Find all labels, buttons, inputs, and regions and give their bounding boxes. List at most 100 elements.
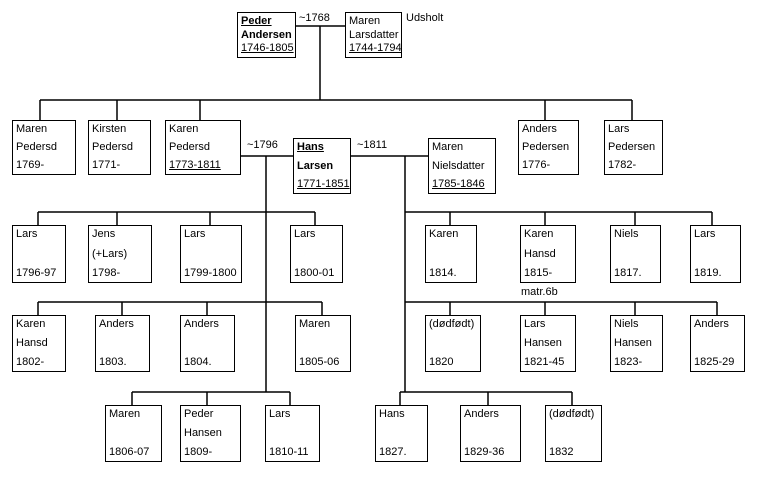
marriage-year-1768: ~1768 <box>299 12 330 24</box>
person-surname <box>294 248 340 261</box>
person-surname <box>429 248 474 261</box>
person-firstname: (dødfødt) <box>429 318 475 330</box>
person-firstname: Karen <box>169 123 199 135</box>
person-firstname: Anders <box>99 318 134 330</box>
person-box-lars-1800: Lars 1800-01 <box>290 225 343 283</box>
person-firstname: Maren <box>299 318 331 330</box>
person-years: 1803. <box>99 356 127 368</box>
person-years: 1744-1794 <box>349 42 402 54</box>
person-box-karen-hansd-1802: Karen Hansd 1802- <box>12 315 66 372</box>
person-box-lars-hansen-1821: Lars Hansen 1821-45 <box>520 315 576 372</box>
person-surname: Pedersd <box>169 141 210 153</box>
person-firstname: Kirsten <box>92 123 127 135</box>
person-firstname: Lars <box>294 228 316 240</box>
person-note: (+Lars) <box>92 247 128 260</box>
person-surname: Pedersd <box>92 141 133 153</box>
person-box-anders-1829: Anders 1829-36 <box>460 405 521 462</box>
person-box-jens-1798: Jens (+Lars) 1798- <box>88 225 152 283</box>
person-years: 1825-29 <box>694 356 735 368</box>
person-box-niels-hansen-1823: Niels Hansen 1823- <box>610 315 663 372</box>
matrikel-label: matr.6b <box>521 286 558 298</box>
person-surname <box>614 248 658 261</box>
person-surname: Hansen <box>614 337 652 349</box>
person-surname: Hansd <box>16 337 48 349</box>
person-firstname: Jens <box>92 228 116 240</box>
person-surname <box>184 248 239 261</box>
person-surname: Pedersd <box>16 141 57 153</box>
person-firstname: Karen <box>16 318 46 330</box>
person-surname: Nielsdatter <box>432 159 485 172</box>
person-years: 1782- <box>608 159 637 171</box>
person-years: 1806-07 <box>109 446 150 458</box>
person-years: 1769- <box>16 159 45 171</box>
person-years: 1785-1846 <box>432 178 485 190</box>
person-box-kirsten-pedersd: Kirsten Pedersd 1771- <box>88 120 151 175</box>
person-box-anders-1803: Anders 1803. <box>95 315 150 372</box>
person-years: 1805-06 <box>299 356 340 368</box>
marriage-year-1796: ~1796 <box>247 139 278 151</box>
person-box-peder-hansen-1809: Peder Hansen 1809- <box>180 405 241 462</box>
person-box-anders-pedersen: Anders Pedersen 1776- <box>518 120 579 175</box>
person-surname <box>379 427 425 440</box>
person-box-hans-1827: Hans 1827. <box>375 405 428 462</box>
person-firstname: Hans <box>297 141 324 153</box>
person-firstname: Peder <box>184 408 214 420</box>
person-years: 1817. <box>614 267 642 279</box>
person-box-maren-pedersd: Maren Pedersd 1769- <box>12 120 76 175</box>
person-years: 1819. <box>694 267 722 279</box>
person-firstname: Lars <box>694 228 716 240</box>
person-years: 1821-45 <box>524 356 565 368</box>
person-box-lars-1796: Lars 1796-97 <box>12 225 66 283</box>
person-firstname: Maren <box>109 408 141 420</box>
person-box-lars-1819: Lars 1819. <box>690 225 741 283</box>
person-box-maren-larsdatter: Maren Larsdatter 1744-1794 <box>345 12 402 58</box>
person-firstname: (dødfødt) <box>549 408 595 420</box>
person-firstname: Maren <box>349 15 381 27</box>
person-box-lars-pedersen: Lars Pedersen 1782- <box>604 120 663 175</box>
person-years: 1746-1805 <box>241 42 294 54</box>
person-box-karen-hansd-1815: Karen Hansd 1815- <box>520 225 576 283</box>
person-years: 1823- <box>614 356 643 368</box>
marriage-year-1811: ~1811 <box>357 139 388 151</box>
person-firstname: Anders <box>464 408 499 420</box>
person-box-peder-andersen: Peder Andersen 1746-1805 <box>237 12 296 58</box>
person-firstname: Niels <box>614 228 639 240</box>
person-firstname: Anders <box>184 318 219 330</box>
person-box-maren-1806: Maren 1806-07 <box>105 405 162 462</box>
person-surname <box>694 337 742 350</box>
person-surname <box>429 337 478 350</box>
person-firstname: Niels <box>614 318 639 330</box>
person-surname <box>16 248 63 261</box>
person-surname: Larsen <box>297 159 334 172</box>
person-years: 1820 <box>429 356 454 368</box>
person-firstname: Peder <box>241 15 272 27</box>
person-surname: Andersen <box>241 28 292 41</box>
person-years: 1796-97 <box>16 267 57 279</box>
person-years: 1800-01 <box>294 267 335 279</box>
person-years: 1798- <box>92 267 121 279</box>
person-firstname: Lars <box>269 408 291 420</box>
person-years: 1776- <box>522 159 551 171</box>
person-years: 1802- <box>16 356 45 368</box>
person-surname <box>694 248 738 261</box>
person-box-anders-1804: Anders 1804. <box>180 315 235 372</box>
person-firstname: Maren <box>16 123 48 135</box>
person-years: 1814. <box>429 267 457 279</box>
person-box-maren-1805: Maren 1805-06 <box>295 315 351 372</box>
person-surname: Hansen <box>524 337 562 349</box>
person-firstname: Anders <box>694 318 729 330</box>
person-firstname: Lars <box>608 123 630 135</box>
person-surname <box>464 427 518 440</box>
person-box-maren-nielsdatter: Maren Nielsdatter 1785-1846 <box>428 138 496 194</box>
person-box-dodfodt-1832: (dødfødt) 1832 <box>545 405 602 462</box>
person-surname <box>184 337 232 350</box>
person-years: 1799-1800 <box>184 267 237 279</box>
person-surname <box>109 427 159 440</box>
person-box-lars-1810: Lars 1810-11 <box>265 405 320 462</box>
person-surname: Pedersen <box>522 141 570 153</box>
person-firstname: Anders <box>522 123 557 135</box>
person-firstname: Lars <box>184 228 206 240</box>
person-firstname: Maren <box>432 141 464 153</box>
